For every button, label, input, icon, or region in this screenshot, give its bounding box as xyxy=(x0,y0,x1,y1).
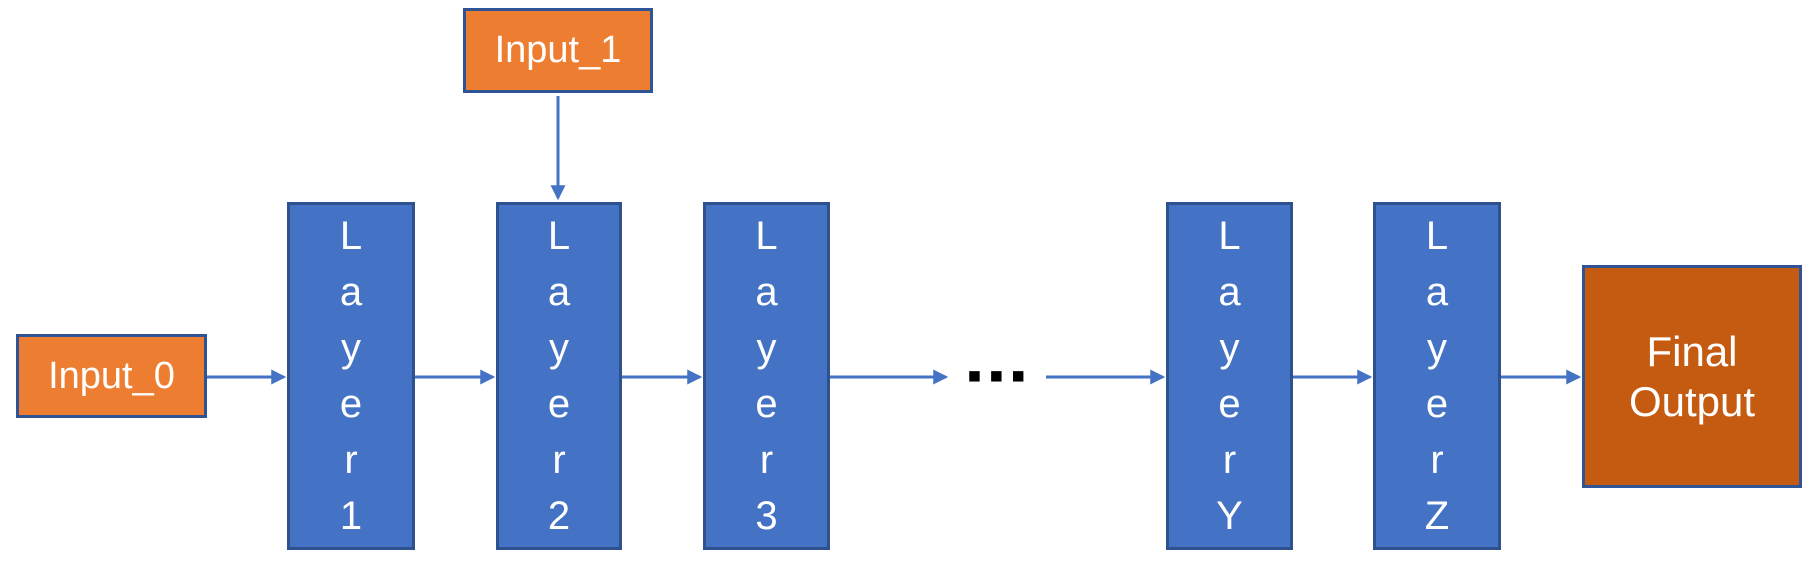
node-layer-3-label: L a y e r 3 xyxy=(755,214,778,538)
node-final-output: Final Output xyxy=(1582,265,1802,488)
node-layer-y-label: L a y e r Y xyxy=(1216,214,1243,538)
node-layer-z-label: L a y e r Z xyxy=(1424,214,1450,538)
ellipsis: ▪▪▪ xyxy=(967,351,1033,399)
node-layer-1: L a y e r 1 xyxy=(287,202,415,550)
node-input-0: Input_0 xyxy=(16,334,207,418)
node-layer-2-label: L a y e r 2 xyxy=(547,214,571,538)
node-layer-z: L a y e r Z xyxy=(1373,202,1501,550)
node-input-1: Input_1 xyxy=(463,8,653,93)
node-layer-y: L a y e r Y xyxy=(1166,202,1293,550)
node-layer-3: L a y e r 3 xyxy=(703,202,830,550)
node-layer-1-label: L a y e r 1 xyxy=(339,214,363,538)
node-input-0-label: Input_0 xyxy=(48,354,175,397)
node-layer-2: L a y e r 2 xyxy=(496,202,622,550)
node-final-output-label: Final Output xyxy=(1628,327,1756,425)
node-input-1-label: Input_1 xyxy=(494,29,622,71)
